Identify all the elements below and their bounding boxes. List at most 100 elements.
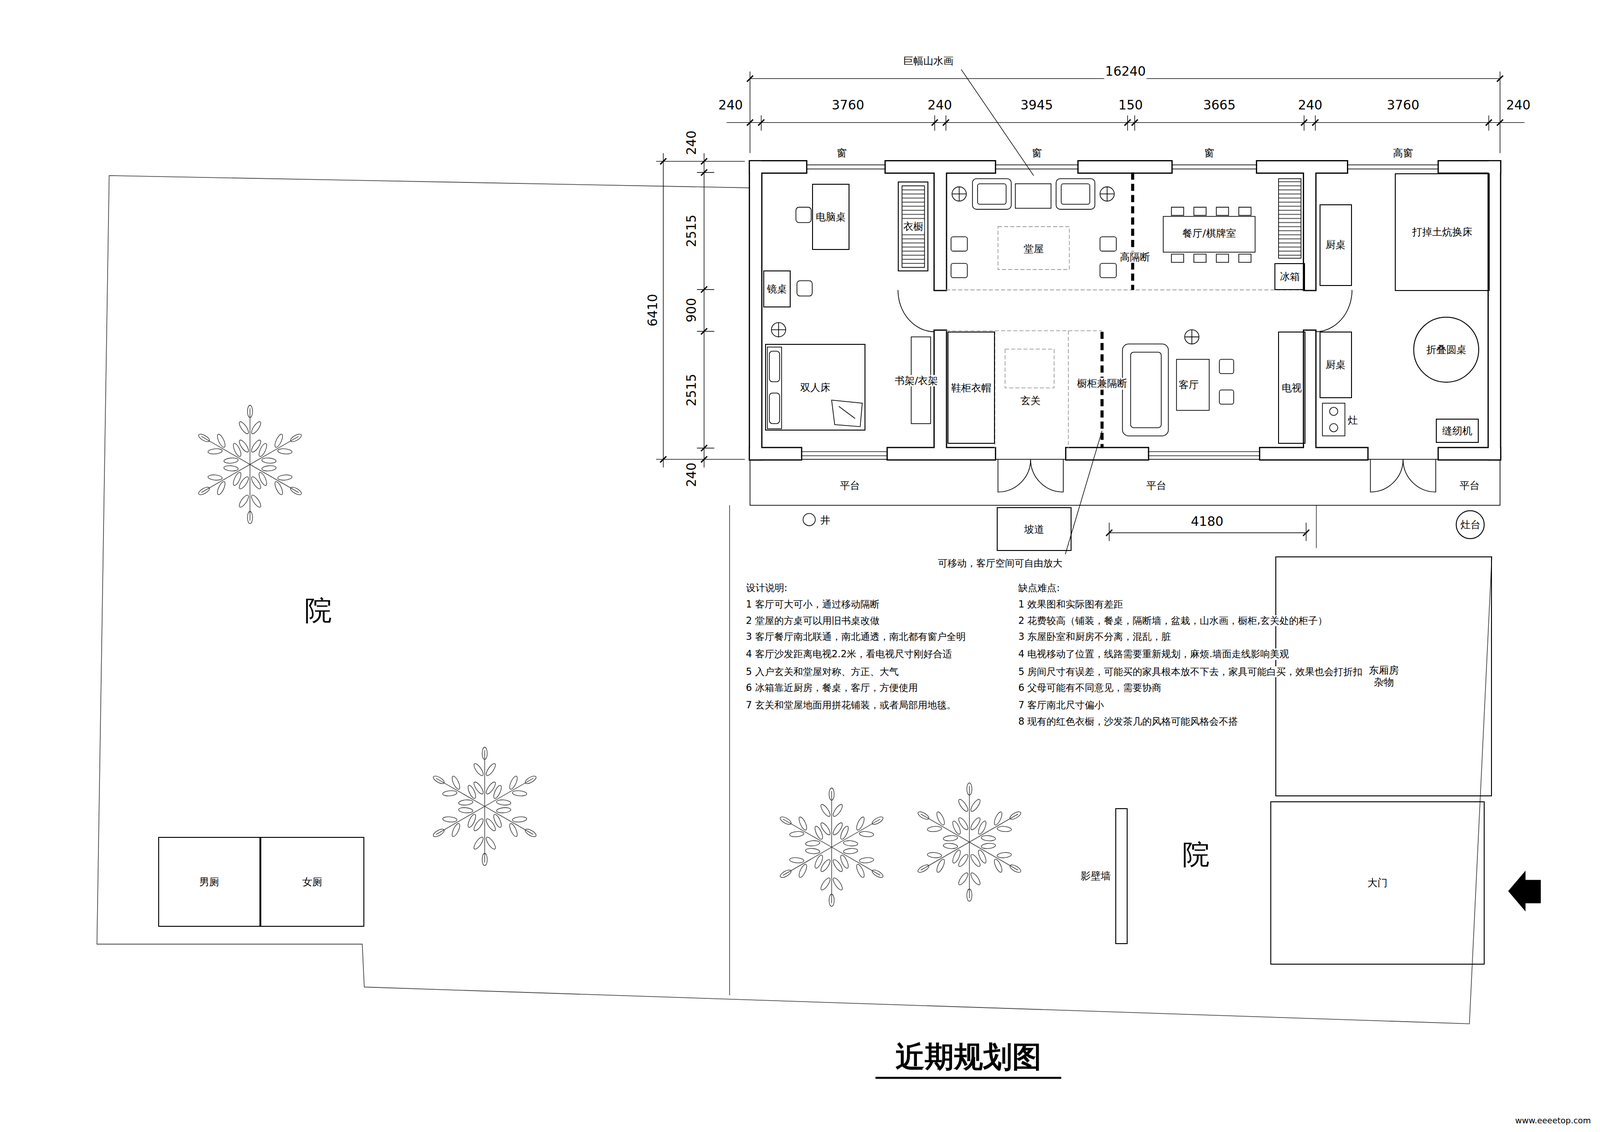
wall — [934, 330, 947, 454]
partition-line — [946, 289, 1305, 449]
furniture — [952, 186, 967, 202]
note-text: 5 房间尺寸有误差，可能买的家具根本放不下去，家具可能白买，效果也会打折扣 — [1017, 665, 1364, 677]
wardrobe: 衣橱 — [897, 181, 929, 272]
stove-platform: 灶台 — [1455, 510, 1485, 539]
wall — [750, 161, 1501, 460]
room-label: 餐厅/棋牌室 — [1181, 227, 1237, 240]
callout-text: 可移动，客厅空间可自由放大 — [937, 557, 1064, 569]
tree — [192, 405, 1027, 907]
dimension-line — [662, 153, 664, 468]
desk: 电脑桌 — [812, 183, 850, 250]
furniture — [901, 185, 925, 268]
toilet: 女厕 — [260, 836, 365, 927]
leader-line — [961, 69, 1103, 555]
node-label: 打掉土炕换床 — [1411, 226, 1474, 238]
furniture — [1176, 359, 1210, 411]
wall — [1066, 448, 1149, 460]
title-underline — [875, 1076, 1062, 1079]
furniture — [1219, 389, 1234, 404]
platform — [750, 459, 1501, 526]
dimension-text: 3945 — [1019, 97, 1054, 113]
note-text: 6 父母可能有不同意见，需要协商 — [1017, 682, 1163, 694]
wall — [750, 161, 762, 460]
note-text: 2 花费较高（铺装，餐桌，隔断墙，盆栽，山水画，橱柜,玄关处的柜子） — [1017, 615, 1329, 627]
platform — [802, 513, 816, 526]
node-label: 厨桌 — [1324, 238, 1347, 251]
furniture — [1322, 403, 1345, 436]
furniture — [796, 207, 812, 223]
area-label: 平台 — [838, 480, 861, 492]
wall — [1304, 163, 1316, 290]
dimension-text: 240 — [684, 461, 700, 488]
dimension-text: 3760 — [830, 97, 865, 113]
wall — [934, 163, 947, 290]
circle-outline — [1413, 316, 1480, 383]
dimension-text: 2515 — [684, 213, 700, 248]
note-text: 5 入户玄关和堂屋对称、方正、大气 — [745, 665, 900, 677]
partition-line — [998, 226, 1070, 270]
furniture — [1163, 216, 1255, 253]
note-text: 7 客厅南北尺寸偏小 — [1017, 699, 1105, 711]
note-heading: 缺点难点: — [1017, 582, 1061, 594]
dimension-line — [660, 75, 1503, 536]
yard-label: 院 — [303, 594, 333, 627]
wall — [1488, 161, 1501, 460]
partition-label: 高隔断 — [1118, 251, 1151, 263]
watermark: www.eeeetop.com — [1514, 1115, 1592, 1126]
window-label: 窗 — [835, 147, 848, 159]
area-label: 平台 — [1145, 480, 1168, 492]
note-text: 4 电视移动了位置，线路需要重新规划，麻烦.墙面走线影响美观 — [1017, 648, 1290, 660]
tree — [192, 405, 308, 524]
note-text: 8 现有的红色衣橱，沙发茶几的风格可能风格会不搭 — [1017, 715, 1239, 727]
dimension-text: 240 — [926, 97, 953, 113]
furniture — [1184, 329, 1199, 344]
wall — [1066, 448, 1149, 460]
furniture — [1122, 343, 1169, 436]
furniture — [1329, 407, 1338, 416]
yard-boundary — [97, 175, 1492, 1024]
window-label: 高窗 — [1392, 147, 1414, 159]
kitchen-table: 厨桌 — [1319, 331, 1353, 398]
room-label: 客厅 — [1177, 378, 1200, 391]
node-label: 缝纫机 — [1441, 424, 1474, 437]
shoe-cabinet: 鞋柜衣帽 — [947, 331, 995, 444]
node-label: 大门 — [1366, 876, 1389, 889]
furniture — [769, 393, 780, 424]
kitchen-table: 厨桌 — [1319, 204, 1353, 286]
furniture — [1219, 359, 1234, 374]
furniture — [1099, 263, 1117, 278]
furniture — [951, 236, 968, 251]
furniture — [1015, 183, 1052, 209]
furniture — [951, 263, 968, 278]
wall — [750, 161, 1501, 460]
furniture-label: 灶 — [1346, 414, 1359, 426]
furniture — [1278, 178, 1301, 259]
note-text: 1 客厅可大可小，通过移动隔断 — [745, 598, 881, 610]
door-swing — [1030, 459, 1064, 492]
node-label: 鞋柜衣帽 — [950, 382, 993, 394]
door-swing — [897, 289, 935, 332]
furniture — [1329, 423, 1338, 432]
window-label: 窗 — [1203, 147, 1216, 159]
circle-outline — [1456, 510, 1485, 539]
wall — [1304, 330, 1316, 454]
room-label: 玄关 — [1019, 395, 1042, 407]
furniture — [1184, 329, 1199, 344]
dimension-text: 900 — [684, 297, 700, 324]
note-text: 4 客厅沙发距离电视2.2米，看电视尺寸刚好合适 — [745, 648, 953, 660]
dimension-line — [703, 153, 705, 468]
dimension-line — [750, 71, 1501, 154]
screen-wall: 影壁墙 — [1115, 807, 1128, 944]
sewing-machine: 缝纫机 — [1435, 418, 1479, 444]
dimension-text: 2515 — [684, 372, 700, 407]
platform — [750, 459, 1501, 506]
dimension-text: 240 — [1297, 97, 1324, 113]
furniture — [972, 178, 1012, 210]
title: 近期规划图 — [894, 1040, 1043, 1075]
yard-boundary — [97, 175, 1492, 1024]
furniture — [1056, 178, 1095, 210]
window — [806, 165, 1439, 170]
furniture — [1130, 352, 1162, 428]
fridge: 冰箱 — [1274, 263, 1305, 290]
